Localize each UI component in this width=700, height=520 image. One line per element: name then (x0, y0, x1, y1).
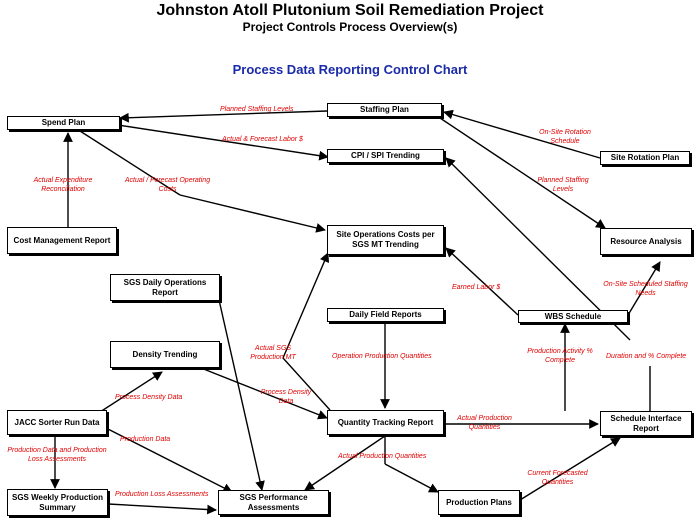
node-spend-plan: Spend Plan (7, 116, 120, 130)
edge-jacc-to-density (99, 371, 163, 413)
label-current-forecasted: Current Forecasted Quantities (527, 470, 588, 486)
node-resource-analysis: Resource Analysis (600, 228, 692, 255)
label-onsite-scheduled-staffing: On-Site Scheduled Staffing Needs (603, 281, 688, 297)
edge-daily-to-perf (216, 290, 265, 491)
node-jacc-sorter: JACC Sorter Run Data (7, 410, 107, 435)
label-production-loss-assessments: Production Loss Assessments (115, 491, 209, 498)
chart-title: Process Data Reporting Control Chart (232, 62, 468, 77)
node-quantity-tracking: Quantity Tracking Report (327, 410, 444, 435)
edge-weekly-to-perf (107, 503, 217, 515)
node-sgs-daily: SGS Daily Operations Report (110, 274, 220, 301)
edge-density-to-qty (195, 365, 328, 420)
label-actual-production-quantities-1: Actual Production Quantities (457, 415, 512, 431)
label-actual-forecast-op-costs: Actual / Forecast Operating Costs (124, 177, 211, 193)
edge-sched-to-cpi (445, 157, 631, 341)
label-process-density-data-2: Process Density Data (260, 389, 312, 405)
label-production-loss-data: Production Data and Production Loss Asse… (7, 447, 107, 463)
node-site-rotation: Site Rotation Plan (600, 151, 690, 165)
node-schedule-interface: Schedule Interface Report (600, 411, 692, 436)
label-process-density-data-1: Process Density Data (115, 394, 183, 401)
edge-spend-to-siteops-a (79, 130, 181, 196)
label-earned-labor: Earned Labor $ (452, 284, 501, 291)
node-sgs-weekly: SGS Weekly Production Summary (7, 489, 108, 516)
edge-spend-to-cpi (117, 124, 329, 161)
edge-qty-to-plans-b (384, 463, 439, 493)
edge-staffing-to-spend (119, 110, 328, 123)
edge-spend-to-siteops-b (179, 194, 326, 233)
project-title: Johnston Atoll Plutonium Soil Remediatio… (156, 2, 544, 19)
edge-wbs-to-resource (627, 261, 661, 316)
edge-qty-to-siteops (282, 357, 331, 411)
edge-rotation-to-staffing (443, 109, 601, 159)
label-planned-staffing: Planned Staffing Levels (220, 106, 294, 113)
edge-qty-to-perf (304, 435, 386, 491)
label-production-activity: Production Activity % Complete (527, 348, 593, 364)
edge-jacc-to-perf (99, 424, 233, 493)
label-onsite-rotation: On-Site Rotation Schedule (539, 129, 591, 145)
node-production-plans: Production Plans (438, 490, 520, 515)
edge-qty-to-siteops-b (282, 252, 330, 359)
node-daily-field: Daily Field Reports (327, 308, 444, 322)
label-planned-staffing-2: Planned Staffing Levels (537, 177, 589, 193)
node-sgs-performance: SGS Performance Assessments (218, 490, 329, 515)
label-duration-complete: Duration and % Complete (606, 353, 687, 360)
label-production-data: Production Data (120, 436, 171, 443)
label-actual-production-quantities-2: Actual Production Quantities (338, 453, 427, 460)
node-density-trending: Density Trending (110, 341, 220, 368)
label-actual-sgs-production: Actual SGS Production MT (250, 345, 296, 361)
label-actual-forecast-labor: Actual & Forecast Labor $ (222, 136, 303, 143)
node-wbs-schedule: WBS Schedule (518, 310, 628, 323)
edge-wbs-to-siteops (445, 247, 519, 316)
node-cpi-spi: CPI / SPI Trending (327, 149, 444, 163)
node-staffing-plan: Staffing Plan (327, 103, 442, 117)
node-cost-management: Cost Management Report (7, 227, 117, 254)
label-operation-production-quantities: Operation Production Quantities (332, 353, 432, 360)
edge-plans-to-sched (519, 437, 621, 501)
node-site-ops-costs: Site Operations Costs per SGS MT Trendin… (327, 225, 444, 255)
project-subtitle: Project Controls Process Overview(s) (242, 20, 458, 34)
label-actual-expenditure: Actual Expenditure Reconciliation (33, 177, 93, 193)
edge-staffing-to-resource (439, 117, 606, 229)
